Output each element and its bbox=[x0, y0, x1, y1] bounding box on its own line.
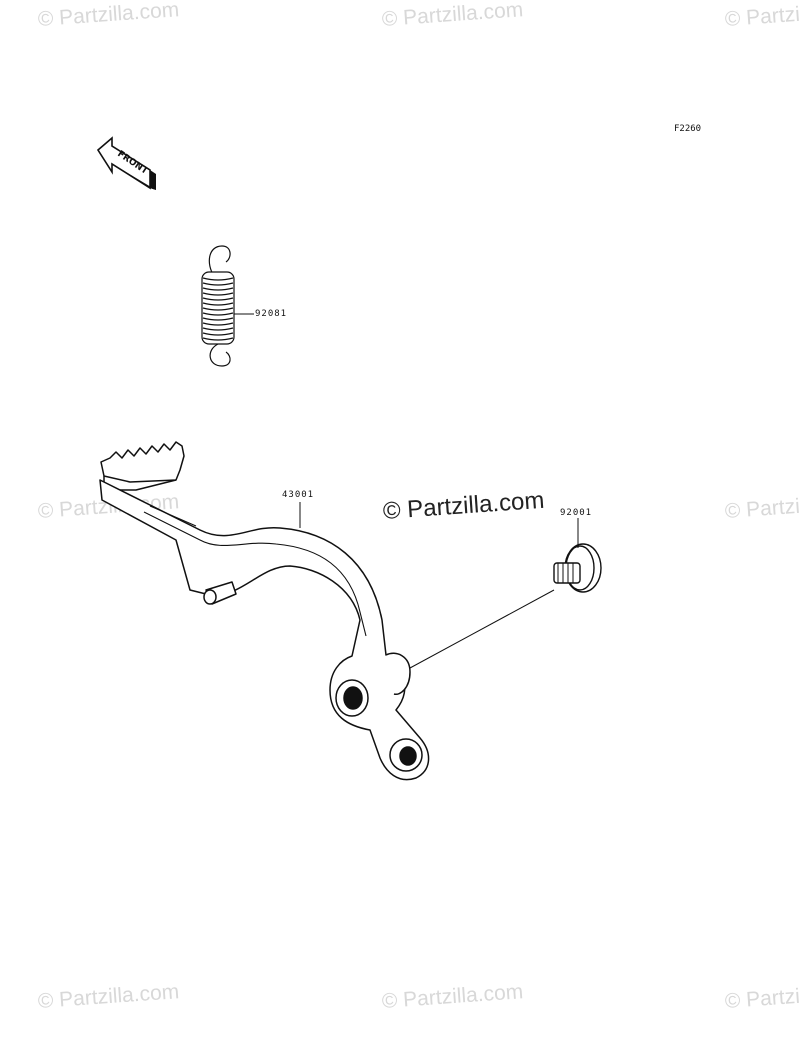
brake-pedal-part bbox=[99, 441, 430, 781]
front-arrow-icon: FRONT bbox=[96, 136, 156, 190]
bolt-part bbox=[553, 543, 602, 593]
leader-lines bbox=[299, 502, 579, 669]
callout-spring: 92081 bbox=[255, 309, 288, 319]
figure-code: F2260 bbox=[674, 124, 702, 134]
callout-bolt: 92001 bbox=[560, 508, 593, 518]
callout-pedal: 43001 bbox=[282, 490, 315, 500]
spring-part bbox=[201, 245, 254, 367]
